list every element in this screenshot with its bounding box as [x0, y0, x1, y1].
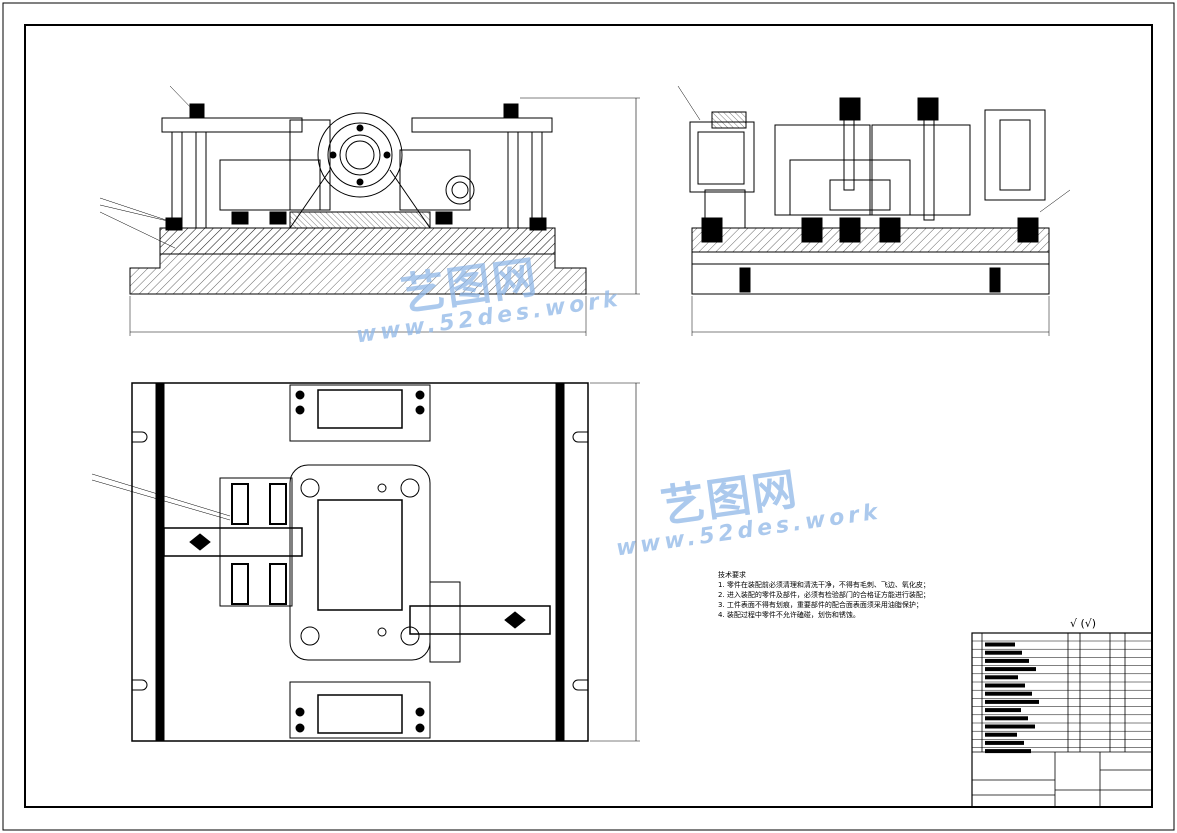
title-block-cell-text — [985, 708, 1021, 713]
front-view — [99, 85, 640, 336]
title-block-cell-text — [985, 749, 1031, 754]
technical-requirement-item: 4. 装配过程中零件不允许磕碰，划伤和锈蚀。 — [718, 611, 860, 619]
title-block-cell-text — [985, 642, 1015, 647]
title-block-cell-text — [985, 740, 1024, 745]
technical-requirement-item: 3. 工件表面不得有划痕，重要部件的配合面表面须采用油脂保护； — [718, 601, 923, 609]
title-block-cell-text — [985, 650, 1022, 655]
technical-requirement-item: 2. 进入装配的零件及部件，必须有检验部门的合格证方能进行装配； — [718, 591, 930, 599]
surface-roughness-symbol: √ (√) — [1070, 617, 1097, 630]
side-view — [677, 85, 1071, 336]
title-block-cell-text — [985, 658, 1029, 663]
title-block-rows — [972, 640, 1152, 754]
title-block-cell-text — [985, 699, 1039, 704]
title-block-cell-text — [985, 683, 1025, 688]
inner-frame — [24, 24, 1153, 808]
technical-requirements-title: 技术要求 — [718, 571, 746, 579]
technical-requirements: 技术要求 1. 零件在装配前必须清理和清洗干净，不得有毛刺、飞边、氧化皮； 2.… — [718, 570, 930, 620]
title-block-cell-text — [985, 691, 1032, 696]
title-block-cell-text — [985, 732, 1017, 737]
title-block-cell-text — [985, 724, 1035, 729]
title-block-cell-text — [985, 716, 1028, 721]
technical-requirement-item: 1. 零件在装配前必须清理和清洗干净，不得有毛刺、飞边、氧化皮； — [718, 581, 930, 589]
title-block-cell-text — [985, 667, 1036, 672]
title-block — [971, 632, 1153, 808]
title-block-cell-text — [985, 675, 1018, 680]
top-view — [91, 382, 640, 742]
